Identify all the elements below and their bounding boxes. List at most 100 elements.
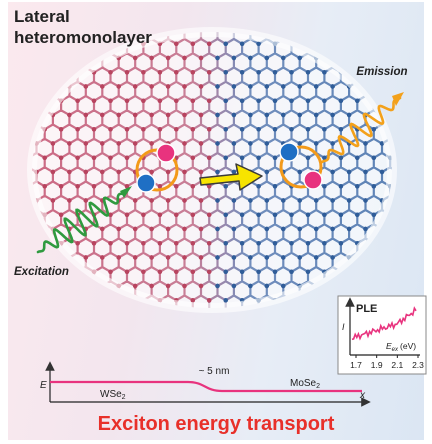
lattice-atom <box>363 283 368 289</box>
lattice-atom <box>67 169 72 175</box>
lattice-atom <box>26 298 30 302</box>
emission-arrow-head <box>392 92 404 106</box>
lattice-atom <box>50 55 56 61</box>
lattice-atom <box>67 55 72 61</box>
lattice-atom <box>83 283 89 289</box>
lattice-atom <box>174 212 179 217</box>
lattice-atom <box>91 298 97 303</box>
lattice-atom <box>198 226 204 232</box>
lattice-atom <box>83 255 89 260</box>
lattice-atom <box>264 84 269 89</box>
lattice-atom <box>223 155 228 160</box>
lattice-atom <box>58 70 64 75</box>
lattice-atom <box>133 312 137 316</box>
lattice-atom <box>396 141 400 145</box>
lattice-atom <box>232 312 236 316</box>
lattice-atom <box>322 70 327 75</box>
lattice-atom <box>207 298 212 303</box>
lattice-atom <box>58 298 64 303</box>
lattice-atom <box>124 98 130 104</box>
lattice-atom <box>322 41 327 46</box>
lattice-atom <box>133 55 138 61</box>
lattice-atom <box>314 84 319 89</box>
lattice-atom <box>124 241 130 246</box>
lattice-atom <box>91 155 97 160</box>
lattice-atom <box>165 198 171 203</box>
lattice-atom <box>92 13 96 17</box>
lattice-atom <box>413 227 417 231</box>
lattice-atom <box>10 70 14 74</box>
lattice-atom <box>133 84 138 89</box>
lattice-atom <box>264 55 269 61</box>
lattice-atom <box>363 55 368 61</box>
lattice-atom <box>141 127 146 132</box>
lattice-atom <box>330 198 335 203</box>
lattice-atom <box>256 241 261 246</box>
lattice-atom <box>10 184 14 188</box>
lattice-atom <box>314 312 318 316</box>
lattice-atom <box>396 227 400 231</box>
lattice-atom <box>371 269 376 274</box>
lattice-atom <box>371 241 376 246</box>
lattice-atom <box>34 283 39 289</box>
lattice-atom <box>10 70 14 74</box>
lattice-atom <box>158 13 162 17</box>
lattice-atom <box>190 41 195 46</box>
lattice-atom <box>289 98 294 104</box>
lattice-atom <box>26 241 30 245</box>
lattice-atom <box>34 283 39 289</box>
lattice-atom <box>207 241 212 246</box>
lattice-atom <box>26 70 30 74</box>
lattice-atom <box>42 298 47 303</box>
excitation-arrow-head <box>120 186 132 198</box>
lattice-atom <box>149 84 154 89</box>
lattice-atom <box>207 41 212 46</box>
lattice-atom <box>281 27 285 31</box>
lattice-atom <box>363 55 368 61</box>
lattice-atom <box>149 55 154 61</box>
lattice-atom <box>289 269 294 274</box>
lattice-atom <box>363 226 368 232</box>
lattice-atom <box>379 283 385 289</box>
lattice-atom <box>379 255 385 260</box>
lattice-atom <box>224 327 228 331</box>
lattice-atom <box>83 283 89 289</box>
lattice-atom <box>18 284 22 288</box>
lattice-atom <box>182 312 186 316</box>
lattice-atom <box>322 155 327 160</box>
lattice-atom <box>92 327 96 331</box>
lattice-atom <box>10 241 14 245</box>
lattice-atom <box>388 98 392 104</box>
lattice-atom <box>338 241 344 246</box>
lattice-atom <box>116 112 121 118</box>
lattice-atom <box>322 13 326 17</box>
right-material-sub: 2 <box>316 383 320 390</box>
lattice-atom <box>174 327 178 331</box>
lattice-atom <box>149 283 154 289</box>
lattice-atom <box>34 283 39 289</box>
lattice-atom <box>413 198 417 202</box>
lattice-atom <box>379 169 385 175</box>
lattice-atom <box>182 169 187 175</box>
lattice-atom <box>273 327 277 331</box>
lattice-atom <box>306 13 310 17</box>
lattice-atom <box>1 227 5 231</box>
lattice-atom <box>413 113 417 117</box>
lattice-atom <box>117 312 121 316</box>
lattice-atom <box>18 284 22 288</box>
lattice-atom <box>190 269 195 274</box>
lattice-atom <box>149 226 154 232</box>
lattice-atom <box>264 226 269 232</box>
lattice-atom <box>207 269 212 274</box>
lattice-atom <box>58 155 64 160</box>
lattice-atom <box>314 27 318 31</box>
lattice-atom <box>10 241 14 245</box>
lattice-atom <box>231 255 237 260</box>
lattice-atom <box>363 283 368 289</box>
lattice-atom <box>405 13 409 17</box>
lattice-atom <box>330 283 335 289</box>
lattice-atom <box>75 298 80 303</box>
lattice-atom <box>289 212 294 217</box>
lattice-atom <box>149 312 153 316</box>
lattice-atom <box>34 312 38 316</box>
